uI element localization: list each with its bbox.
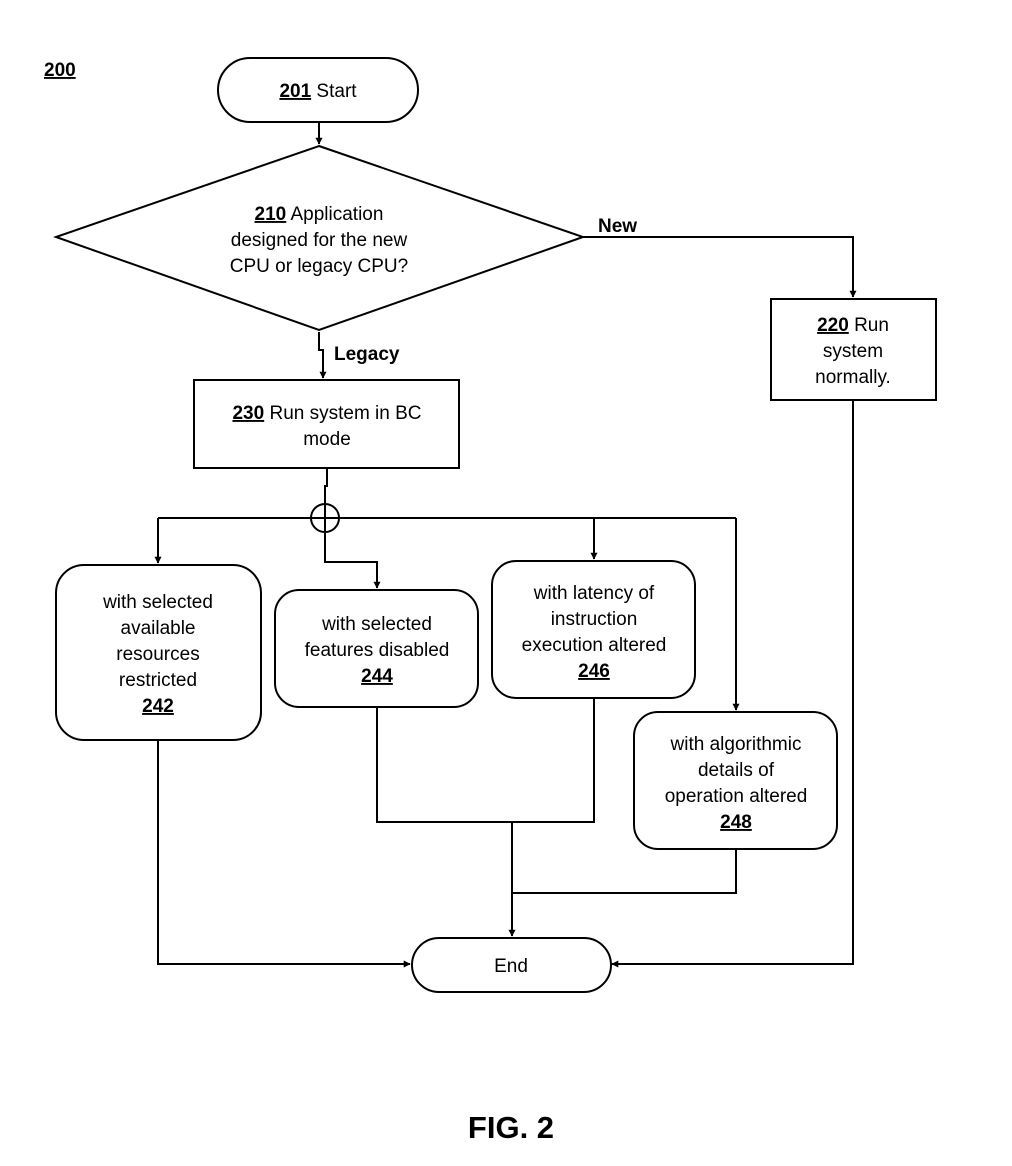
decision-number: 210 [255, 204, 287, 225]
opt-244-number: 244 [361, 666, 393, 687]
opt-242-line2: available [121, 618, 196, 639]
opt-246-line1: with latency of [533, 583, 655, 604]
edge-246-merge [512, 698, 595, 823]
run-normally-line2: system [823, 341, 883, 362]
opt-244-line2: features disabled [305, 640, 450, 661]
end-terminal: End [411, 937, 612, 993]
connectors [154, 122, 857, 968]
edge-244-merge [376, 707, 512, 823]
svg-text:210 Application: 210 Application [255, 204, 384, 225]
diagram-number: 200 [44, 60, 76, 81]
edge-new-to-run-normally [583, 236, 857, 298]
run-normally-line1: Run [854, 315, 889, 336]
edge-legacy-to-bc-mode [318, 332, 327, 379]
junction-connector [310, 503, 340, 533]
opt-242-line3: resources [116, 644, 199, 665]
edge-label-legacy: Legacy [334, 344, 400, 365]
option-algorithmic-altered: with algorithmic details of operation al… [633, 711, 838, 850]
decision-line2: designed for the new [231, 230, 408, 251]
process-run-normally: 220 Run system normally. [770, 298, 937, 401]
opt-248-line2: details of [698, 760, 775, 781]
opt-242-line4: restricted [119, 670, 197, 691]
figure-caption: FIG. 2 [468, 1110, 554, 1145]
start-number: 201 [279, 81, 311, 102]
opt-242-number: 242 [142, 696, 174, 717]
opt-246-line2: instruction [551, 609, 638, 630]
opt-246-number: 246 [578, 661, 610, 682]
decision-line1: Application [290, 204, 383, 225]
process-bc-mode: 230 Run system in BC mode [193, 379, 460, 469]
edge-to-244 [324, 533, 381, 589]
edge-bc-mode-to-junction [324, 469, 328, 503]
svg-text:201 Start: 201 Start [279, 81, 357, 102]
opt-248-number: 248 [720, 812, 752, 833]
edge-242-to-end [157, 740, 411, 968]
opt-248-line1: with algorithmic [670, 734, 802, 755]
option-resources-restricted: with selected available resources restri… [55, 564, 262, 741]
bc-mode-number: 230 [232, 403, 264, 424]
decision-line3: CPU or legacy CPU? [230, 256, 408, 277]
option-latency-altered: with latency of instruction execution al… [491, 560, 696, 699]
edge-248-merge [512, 850, 737, 894]
option-features-disabled: with selected features disabled 244 [274, 589, 479, 708]
bc-mode-line2: mode [303, 429, 351, 450]
edge-run-normally-to-end [611, 401, 854, 968]
opt-246-line3: execution altered [522, 635, 667, 656]
decision-application-cpu: 210 Application designed for the new CPU… [52, 144, 587, 332]
edge-label-new: New [598, 216, 637, 237]
opt-248-line3: operation altered [665, 786, 808, 807]
run-normally-line3: normally. [815, 367, 891, 388]
opt-242-line1: with selected [102, 592, 213, 613]
svg-text:230 Run system in BC: 230 Run system in BC [232, 403, 421, 424]
end-label: End [494, 956, 528, 977]
start-terminal: 201 Start [217, 57, 419, 123]
run-normally-number: 220 [817, 315, 849, 336]
start-label: Start [316, 81, 357, 102]
opt-244-line1: with selected [321, 614, 432, 635]
svg-text:220 Run: 220 Run [817, 315, 889, 336]
bc-mode-line1: Run system in BC [269, 403, 421, 424]
